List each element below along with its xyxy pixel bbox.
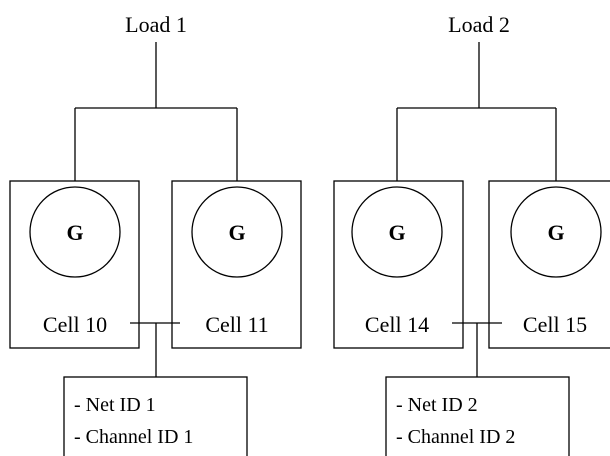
load-group-1: Load 1 G Cell 10 G Cell 11 - Net ID 1 - … (9, 12, 302, 456)
cell-14-label: Cell 14 (365, 312, 429, 337)
net-id-2: - Net ID 2 (396, 394, 478, 416)
generator-14-label: G (388, 220, 405, 245)
cell-15-label: Cell 15 (523, 312, 587, 337)
cell-11-label: Cell 11 (205, 312, 268, 337)
load-1-wire (74, 42, 238, 186)
generator-11-icon (191, 186, 283, 278)
load-2-wire (396, 42, 557, 186)
info-box-2 (385, 376, 570, 456)
generator-10-label: G (66, 220, 83, 245)
channel-id-2: - Channel ID 2 (396, 426, 515, 448)
cell-10-label: Cell 10 (43, 312, 107, 337)
generator-10-icon (29, 186, 121, 278)
channel-id-1: - Channel ID 1 (74, 426, 193, 448)
generator-11-label: G (228, 220, 245, 245)
generator-15-icon (510, 186, 602, 278)
load-2-label: Load 2 (448, 12, 510, 37)
load-group-2: Load 2 G Cell 14 G Cell 15 - Net ID 2 - … (333, 12, 610, 456)
load-1-label: Load 1 (125, 12, 187, 37)
info-box-1 (63, 376, 248, 456)
net-id-1: - Net ID 1 (74, 394, 156, 416)
generator-14-icon (351, 186, 443, 278)
generator-15-label: G (547, 220, 564, 245)
